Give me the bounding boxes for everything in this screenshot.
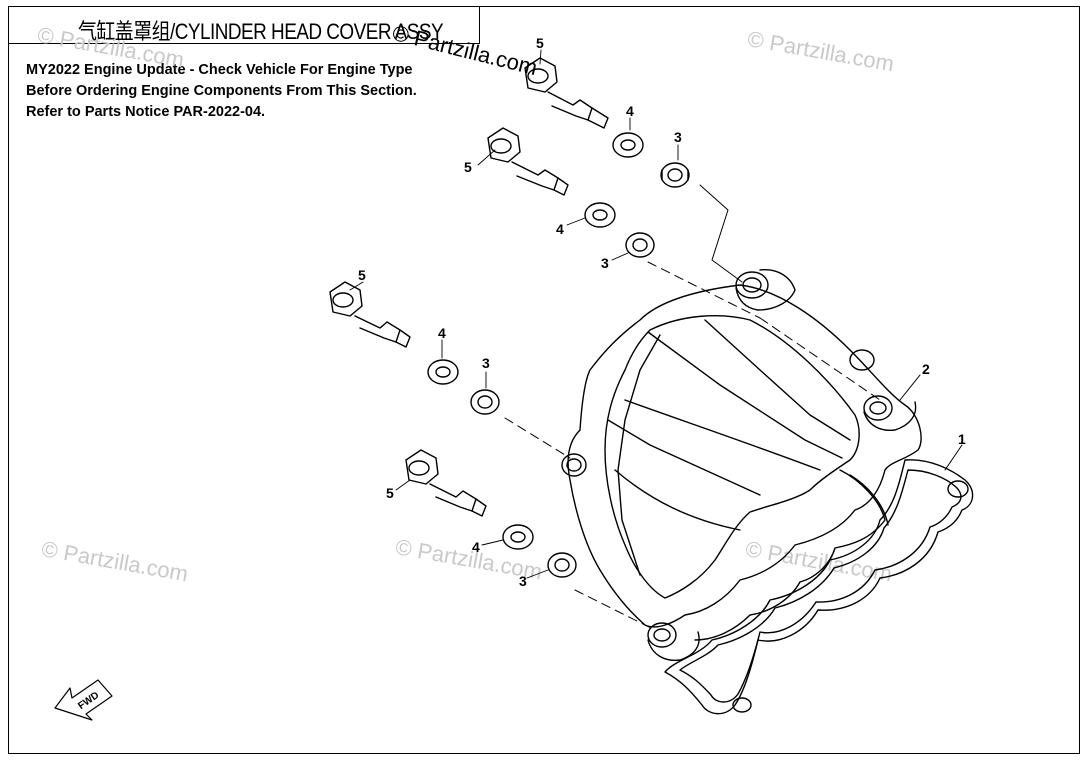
- callout-2: 2: [922, 361, 930, 377]
- leader-lines: [504, 184, 963, 631]
- callout-4: 4: [626, 103, 634, 119]
- bolt-group-b: [487, 127, 655, 258]
- callout-3: 3: [601, 255, 609, 271]
- callout-4: 4: [438, 325, 446, 341]
- valve-cover-gasket: [664, 459, 974, 715]
- bolt-group-d: [405, 449, 577, 578]
- bolt-group-a: [524, 57, 690, 188]
- callout-3: 3: [674, 129, 682, 145]
- callout-5: 5: [358, 267, 366, 283]
- callout-5: 5: [386, 485, 394, 501]
- diagram-frame: [8, 6, 1080, 754]
- callout-3: 3: [519, 573, 527, 589]
- callout-1: 1: [958, 431, 966, 447]
- callout-5: 5: [536, 35, 544, 51]
- fwd-arrow-icon: [54, 679, 113, 721]
- bolt-group-c: [329, 281, 500, 415]
- page-title: 气缸盖罩组/CYLINDER HEAD COVER ASSY: [78, 19, 444, 44]
- title-box: 气缸盖罩组/CYLINDER HEAD COVER ASSY: [8, 6, 480, 44]
- notice-line-1: MY2022 Engine Update - Check Vehicle For…: [26, 62, 413, 78]
- callout-leaders: [349, 49, 679, 579]
- callout-5: 5: [464, 159, 472, 175]
- callout-4: 4: [556, 221, 564, 237]
- callout-3: 3: [482, 355, 490, 371]
- callout-4: 4: [472, 539, 480, 555]
- notice-line-3: Refer to Parts Notice PAR-2022-04.: [26, 104, 266, 120]
- notice-line-2: Before Ordering Engine Components From T…: [26, 83, 417, 99]
- fwd-label: FWD: [76, 690, 101, 712]
- cylinder-head-cover: [561, 268, 922, 662]
- engine-notice: MY2022 Engine Update - Check Vehicle For…: [26, 60, 417, 123]
